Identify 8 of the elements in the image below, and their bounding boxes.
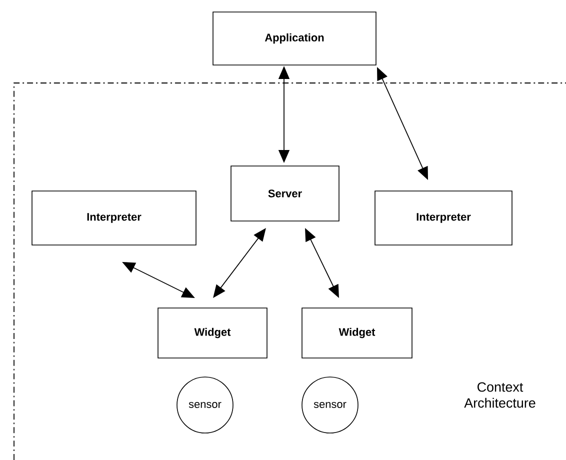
component-box: Widget xyxy=(302,308,412,358)
component-box: Interpreter xyxy=(374,190,512,246)
arrow xyxy=(213,228,266,298)
region-label: Context Architecture xyxy=(464,382,536,408)
component-box: Application xyxy=(212,12,376,66)
component-box: Widget xyxy=(158,308,268,358)
component-box: Server xyxy=(230,166,340,222)
component-box: Interpreter xyxy=(32,190,196,246)
